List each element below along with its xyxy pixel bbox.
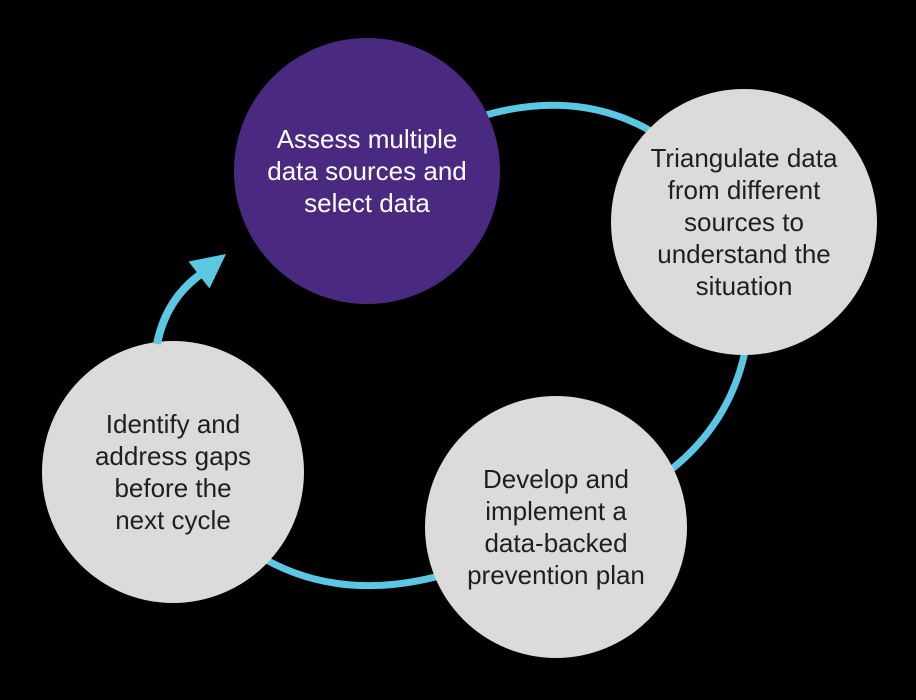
- circle-triangulate: [611, 89, 877, 355]
- cycle-arrowhead-icon: [188, 254, 226, 289]
- circle-identify: [42, 341, 304, 603]
- circle-assess: [234, 38, 500, 304]
- cycle-arrow-shaft: [153, 270, 204, 345]
- circle-develop: [425, 396, 687, 658]
